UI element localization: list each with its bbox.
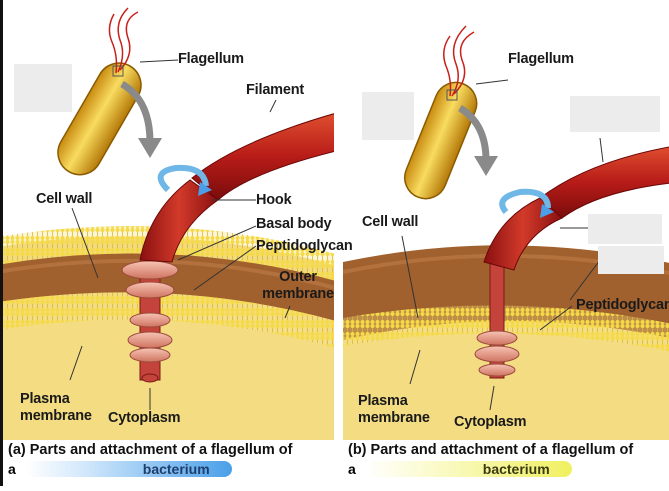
caption-a-text: Parts and attachment of a flagellum of <box>30 442 293 458</box>
blank-label-box <box>14 64 72 112</box>
caption-b-line2: a bacterium <box>348 461 572 477</box>
label-filament: Filament <box>246 82 304 99</box>
blank-label-box <box>588 214 662 244</box>
caption-a-article: a <box>8 461 16 477</box>
label-peptidoglycan-b: Peptidoglycan <box>576 297 669 314</box>
label-peptidoglycan-a: Peptidoglycan <box>256 238 353 255</box>
label-flagellum-a: Flagellum <box>178 51 244 68</box>
caption-b-bacterium: bacterium <box>483 461 550 477</box>
caption-b: (b) Parts and attachment of a flagellum … <box>348 442 633 458</box>
caption-b-highlight: bacterium <box>366 461 572 477</box>
label-plasma-membrane-a: Plasma membrane <box>20 391 100 425</box>
label-plasma-membrane-b: Plasma membrane <box>358 393 438 427</box>
caption-a-tag: (a) <box>8 442 26 458</box>
caption-b-article: a <box>348 461 356 477</box>
label-basal-body: Basal body <box>256 216 331 233</box>
label-cell-wall-b: Cell wall <box>362 214 418 231</box>
label-cell-wall-a: Cell wall <box>36 191 92 208</box>
caption-b-tag: (b) <box>348 442 367 458</box>
label-outer-membrane: Outer membrane <box>262 269 334 303</box>
caption-a-bacterium: bacterium <box>143 461 210 477</box>
label-cytoplasm-b: Cytoplasm <box>454 414 526 431</box>
label-flagellum-b: Flagellum <box>508 51 574 68</box>
label-cytoplasm-a: Cytoplasm <box>108 410 180 427</box>
caption-a-line2: a bacterium <box>8 461 232 477</box>
blank-label-box <box>570 96 660 132</box>
blank-label-box <box>362 92 414 140</box>
caption-a-highlight: bacterium <box>26 461 232 477</box>
caption-a: (a) Parts and attachment of a flagellum … <box>8 442 292 458</box>
label-hook: Hook <box>256 192 291 209</box>
blank-label-box <box>598 246 664 274</box>
caption-b-text: Parts and attachment of a flagellum of <box>371 442 634 458</box>
